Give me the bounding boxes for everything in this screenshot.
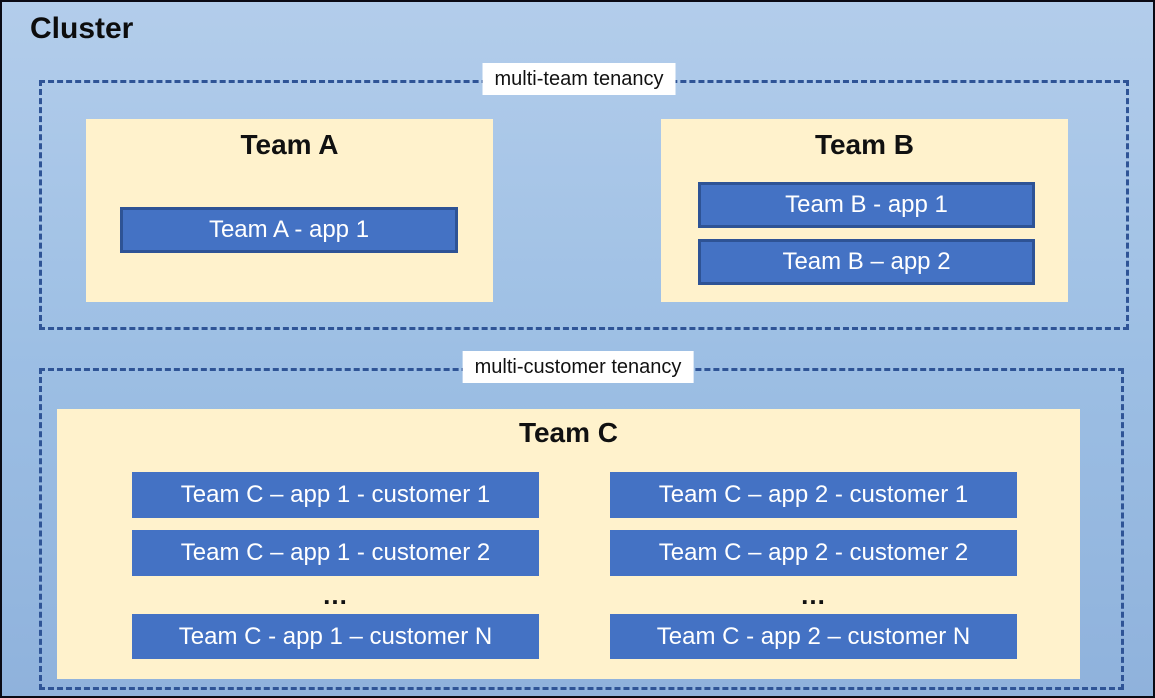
team-c-app2-column: Team C – app 2 - customer 1 Team C – app…	[610, 472, 1017, 659]
team-c-app2-customer-1-box: Team C – app 2 - customer 1	[610, 472, 1017, 518]
team-c-app1-customer-n-box: Team C - app 1 – customer N	[132, 614, 539, 659]
team-c-app1-ellipsis: ...	[323, 580, 348, 610]
team-b-app-1-box: Team B - app 1	[698, 182, 1035, 228]
multi-team-tenancy-label: multi-team tenancy	[482, 63, 676, 95]
team-b-app-2-box: Team B – app 2	[698, 239, 1035, 285]
team-b-panel: Team B Team B - app 1 Team B – app 2	[661, 119, 1068, 302]
team-c-app1-customer-1-box: Team C – app 1 - customer 1	[132, 472, 539, 518]
team-a-app-1-box: Team A - app 1	[120, 207, 458, 253]
team-c-title: Team C	[518, 417, 619, 448]
team-c-app1-customer-2-box: Team C – app 1 - customer 2	[132, 530, 539, 576]
team-c-app1-column: Team C – app 1 - customer 1 Team C – app…	[132, 472, 539, 659]
team-c-app2-customer-2-box: Team C – app 2 - customer 2	[610, 530, 1017, 576]
team-a-title: Team A	[240, 129, 339, 160]
team-c-app2-ellipsis: ...	[801, 580, 826, 610]
multi-customer-tenancy-label: multi-customer tenancy	[462, 351, 694, 383]
team-c-app2-customer-n-box: Team C - app 2 – customer N	[610, 614, 1017, 659]
cluster-title: Cluster	[30, 12, 134, 45]
team-c-panel: Team C Team C – app 1 - customer 1 Team …	[57, 409, 1080, 679]
team-b-title: Team B	[814, 129, 915, 160]
team-a-panel: Team A Team A - app 1	[86, 119, 493, 302]
